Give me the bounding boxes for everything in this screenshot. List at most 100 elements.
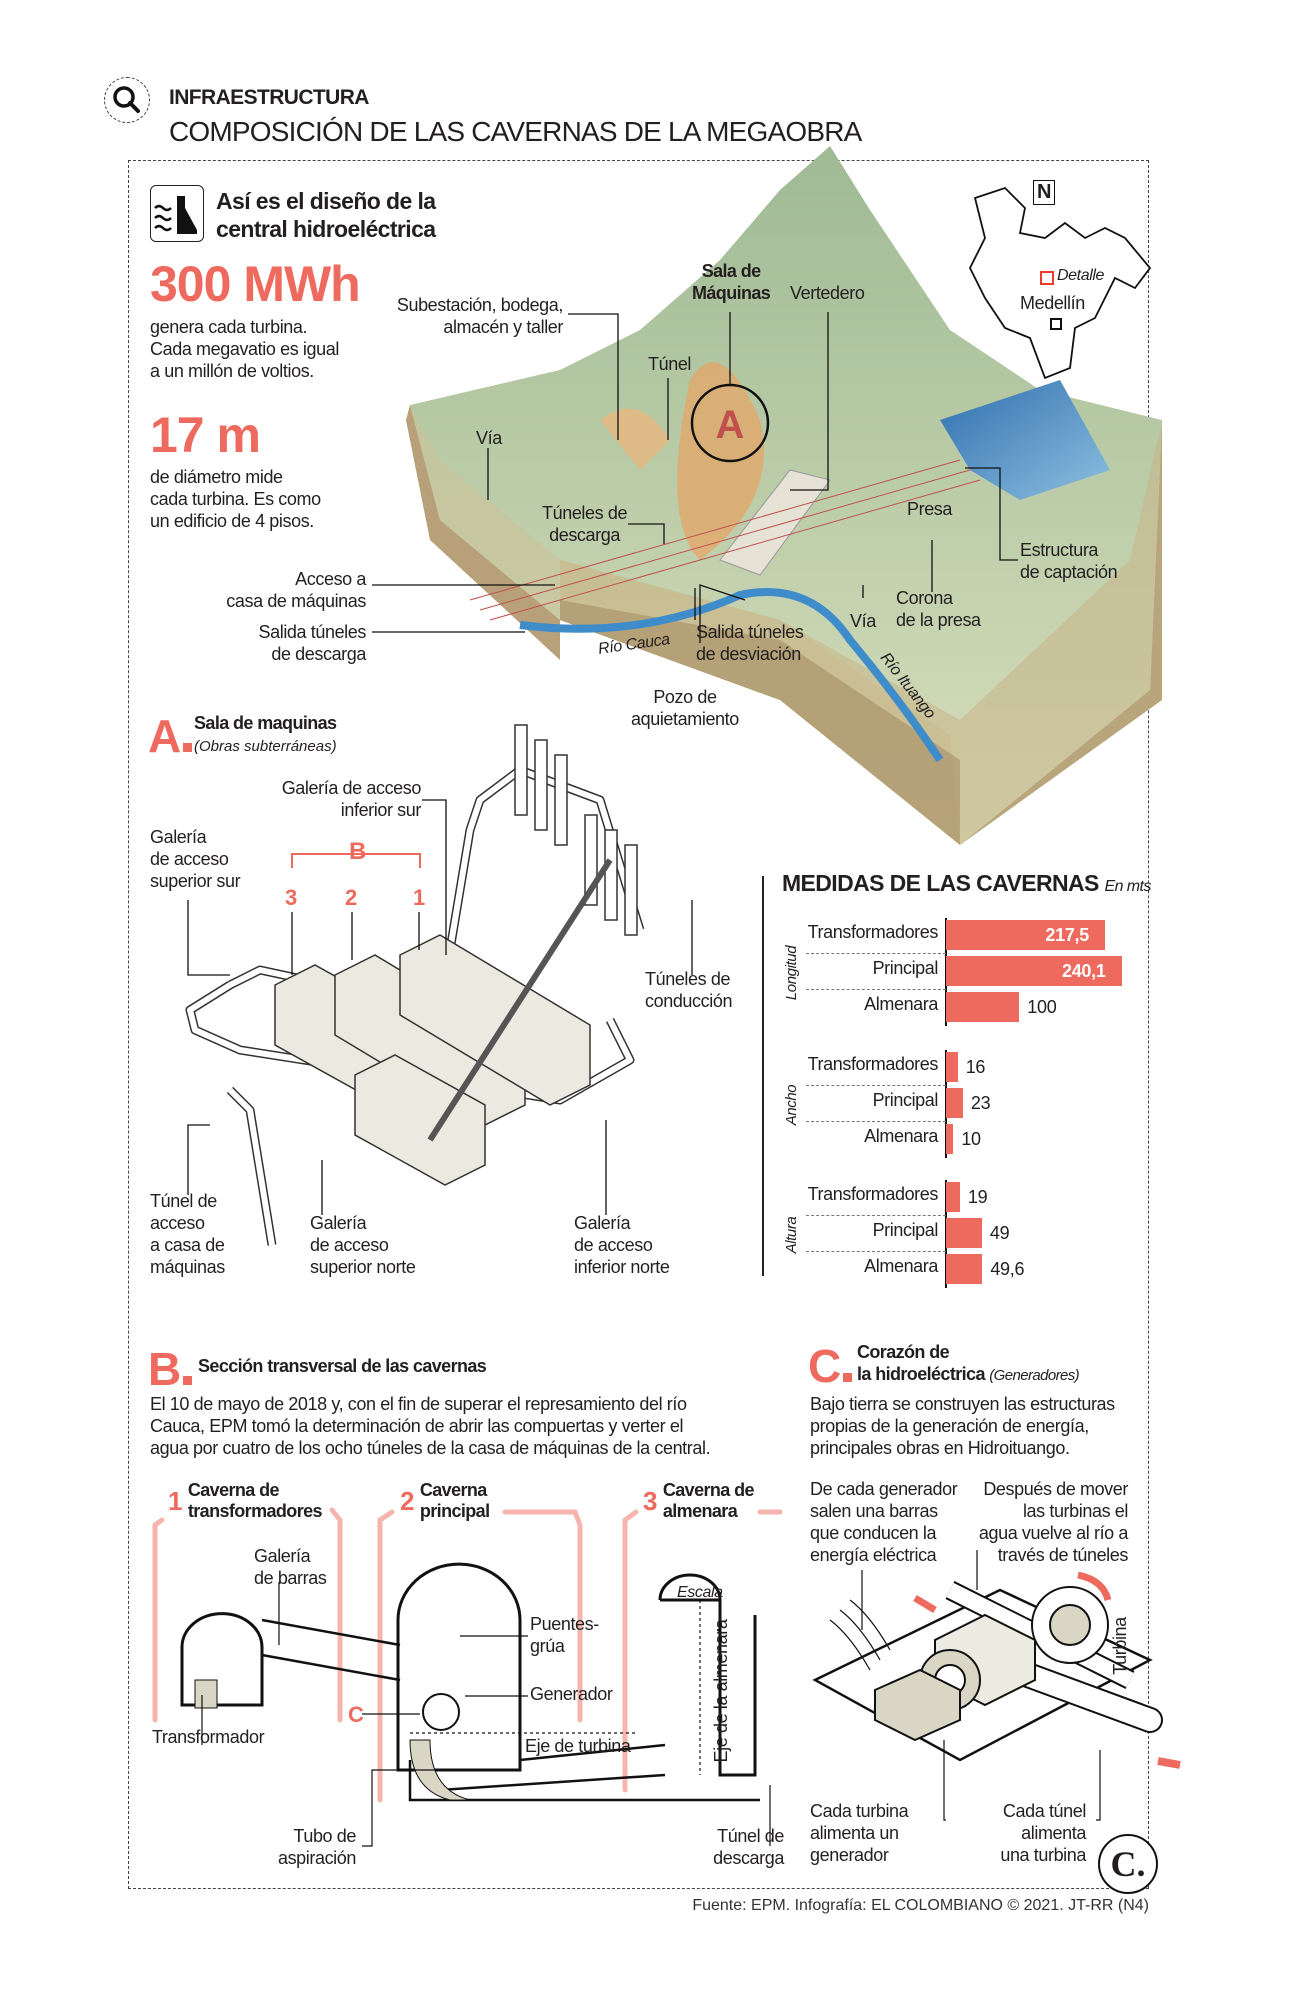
text-line: Estructura xyxy=(1020,540,1099,560)
stat-power-text: genera cada turbina. Cada megavatio es i… xyxy=(150,316,339,382)
chart-row-separator xyxy=(806,1121,946,1122)
chart-category-label: Almenara xyxy=(864,1256,938,1276)
text-line: de barras xyxy=(254,1568,327,1588)
chart-bar xyxy=(946,1052,958,1082)
text-line: cada turbina. Es como xyxy=(150,489,321,509)
text-line: Caverna de xyxy=(662,1480,755,1500)
text-line: Después de mover xyxy=(983,1479,1128,1499)
chart-axis-line xyxy=(945,1050,947,1158)
letter-dot xyxy=(183,743,193,752)
text-line: principales obras en Hidroituango. xyxy=(810,1438,1070,1458)
detail-marker-icon xyxy=(1040,271,1054,285)
chart-value-label: 10 xyxy=(961,1129,981,1149)
letter-text: A xyxy=(148,710,182,762)
cavern-number-3: 3 xyxy=(285,885,297,910)
text-line: aquietamiento xyxy=(631,709,739,729)
generator-illustration xyxy=(812,1550,1181,1821)
chart-category-label: Transformadores xyxy=(807,922,939,942)
terrain-illustration: A xyxy=(372,146,1162,845)
chart-row-separator xyxy=(806,1085,946,1086)
stat-power: 300 MWh xyxy=(150,256,361,312)
text-line: un edificio de 4 pisos. xyxy=(150,511,314,531)
text-line: Caverna de xyxy=(187,1480,280,1500)
section-a-title: Sala de maquinas xyxy=(194,713,337,733)
label-escala: Escala xyxy=(677,1584,723,1601)
newspaper-logo: C. xyxy=(1098,1834,1158,1894)
section-a-subtitle: (Obras subterráneas) xyxy=(194,738,337,755)
letter-dot xyxy=(183,1376,193,1385)
chart-value-label: 49,6 xyxy=(990,1259,1025,1279)
text-line: Galería xyxy=(150,827,207,847)
marker-a: A xyxy=(716,403,745,447)
label-eje-turbina: Eje de turbina xyxy=(525,1736,631,1756)
chart-bar xyxy=(946,1088,963,1118)
chart-value-label: 217,5 xyxy=(1045,925,1089,945)
text-line: agua vuelve al río a xyxy=(978,1523,1129,1543)
cavern-3d-diagram xyxy=(185,724,693,1246)
stat-diameter-text: de diámetro mide cada turbina. Es como u… xyxy=(150,466,321,532)
text-line: principal xyxy=(419,1501,490,1521)
text-line: alimenta un xyxy=(810,1823,899,1843)
label-generador: Generador xyxy=(530,1684,613,1704)
label-vertedero: Vertedero xyxy=(790,283,865,303)
text-line: aspiración xyxy=(277,1848,356,1868)
chart-value-label: 16 xyxy=(965,1057,986,1077)
dashed-frame xyxy=(128,160,1149,1889)
chart-bar xyxy=(946,1182,960,1212)
chart-value-label: 49 xyxy=(989,1223,1010,1243)
text-line: de descarga xyxy=(271,644,366,664)
text-line: Salida túneles xyxy=(258,622,367,642)
text-line: transformadores xyxy=(187,1501,323,1521)
text-line: Cada megavatio es igual xyxy=(150,339,339,359)
text-line: superior sur xyxy=(150,871,241,891)
text-line: Túneles de xyxy=(542,503,628,523)
text-line: Cauca, EPM tomó la determinación de abri… xyxy=(150,1416,684,1436)
text-line: agua por cuatro de los ocho túneles de l… xyxy=(150,1438,711,1458)
chart-bar xyxy=(946,1254,983,1284)
text-line: Galería xyxy=(310,1213,367,1233)
text-line: Puentes- xyxy=(530,1614,599,1634)
text-line: Cada turbina xyxy=(810,1801,909,1821)
label-tunel: Túnel xyxy=(648,354,692,374)
chart-title: MEDIDAS DE LAS CAVERNAS En mts xyxy=(782,870,1151,897)
cavern-num: 2 xyxy=(400,1486,414,1516)
letter-text: C xyxy=(808,1340,842,1392)
marker-c: C xyxy=(348,1702,364,1727)
text-line: salen una barras xyxy=(810,1501,938,1521)
chart-row-separator xyxy=(806,1215,946,1216)
text-line: descarga xyxy=(549,525,620,545)
text-line: superior norte xyxy=(310,1257,416,1277)
label-turbina: Turbina xyxy=(1110,1617,1130,1675)
section-a-letter: A xyxy=(148,710,193,762)
chart-bar xyxy=(946,1124,954,1154)
label-transformador: Transformador xyxy=(152,1727,265,1747)
city-marker-icon xyxy=(1050,318,1062,330)
text-line: de acceso xyxy=(310,1235,389,1255)
footer-credit: Fuente: EPM. Infografía: EL COLOMBIANO ©… xyxy=(692,1897,1149,1914)
chart-unit: En mts xyxy=(1104,878,1152,895)
text-line: energía eléctrica xyxy=(810,1545,937,1565)
section-c-subtitle: (Generadores) xyxy=(989,1367,1080,1384)
label-via: Vía xyxy=(476,428,502,448)
text-line: genera cada turbina. xyxy=(150,317,308,337)
text-line: de acceso xyxy=(150,849,229,869)
label-presa: Presa xyxy=(907,499,953,519)
chart-bar xyxy=(946,992,1020,1022)
letter-dot xyxy=(843,1373,853,1382)
text-line: descarga xyxy=(713,1848,784,1868)
bracket-b-label: B xyxy=(349,838,366,865)
